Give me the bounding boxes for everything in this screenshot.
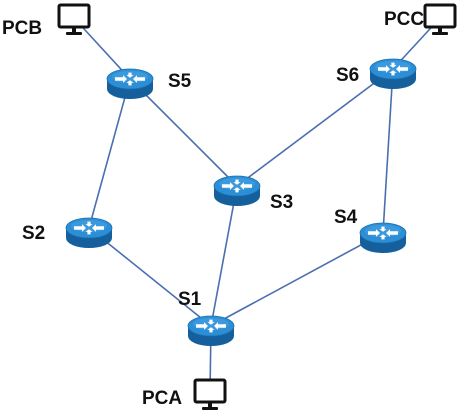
computer-monitor-icon xyxy=(423,3,457,35)
link-s5-s3 xyxy=(129,78,238,187)
link-s6-s4 xyxy=(382,68,394,234)
link-s2-s1 xyxy=(88,227,212,327)
host-label-pca: PCA xyxy=(142,388,182,409)
computer-monitor-icon xyxy=(193,378,227,410)
router-label-s1: S1 xyxy=(178,289,202,310)
host-pca[interactable] xyxy=(193,378,227,410)
link-s3-s1 xyxy=(210,185,238,327)
router-label-s4: S4 xyxy=(334,207,358,228)
host-pcc[interactable] xyxy=(423,3,457,35)
router-icon xyxy=(106,68,154,99)
router-s1[interactable] xyxy=(187,315,235,346)
router-icon xyxy=(65,217,113,248)
router-label-s3: S3 xyxy=(270,192,293,213)
router-label-s5: S5 xyxy=(168,71,192,92)
router-icon xyxy=(359,222,407,253)
router-label-s2: S2 xyxy=(22,223,45,244)
router-icon xyxy=(369,58,417,89)
link-s4-s1 xyxy=(210,232,384,327)
router-s2[interactable] xyxy=(65,217,113,248)
router-s6[interactable] xyxy=(369,58,417,89)
router-s5[interactable] xyxy=(106,68,154,99)
host-label-pcb: PCB xyxy=(2,18,42,39)
router-label-s6: S6 xyxy=(336,65,359,86)
router-icon xyxy=(187,315,235,346)
links-layer xyxy=(73,17,441,394)
link-s5-s2 xyxy=(88,78,131,229)
router-s3[interactable] xyxy=(213,175,261,206)
nodes-layer xyxy=(57,3,457,410)
computer-monitor-icon xyxy=(57,3,91,35)
host-pcb[interactable] xyxy=(57,3,91,35)
router-s4[interactable] xyxy=(359,222,407,253)
host-label-pcc: PCC xyxy=(384,9,424,30)
router-icon xyxy=(213,175,261,206)
link-s6-s3 xyxy=(236,68,394,187)
